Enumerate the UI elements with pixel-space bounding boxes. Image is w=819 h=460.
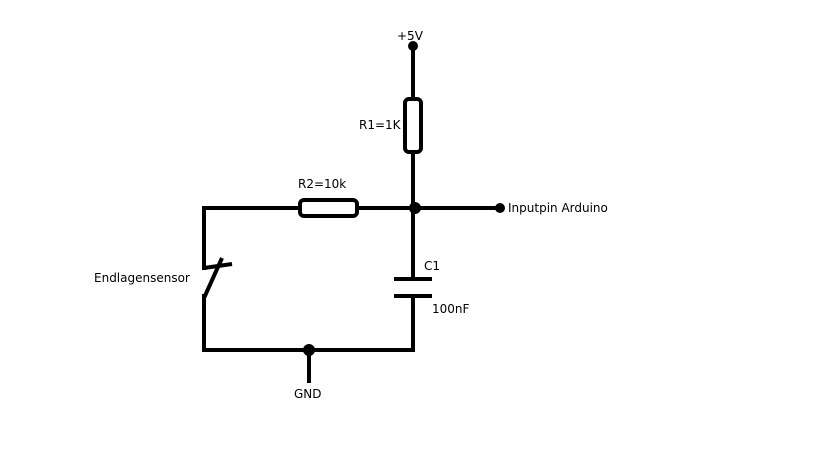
switch-label: Endlagensensor: [94, 271, 190, 285]
supply-label: +5V: [397, 29, 423, 43]
r1-label: R1=1K: [359, 118, 401, 132]
cap-name-label: C1: [424, 259, 441, 273]
resistor-r2: [298, 198, 359, 218]
resistor-r1: [403, 97, 423, 154]
cap-value-label: 100nF: [432, 302, 470, 316]
r2-label: R2=10k: [298, 177, 347, 191]
input-pin-label: Inputpin Arduino: [508, 201, 608, 215]
ground-label: GND: [294, 387, 322, 401]
switch-contact-bar: [203, 262, 233, 270]
input-pin-terminal: [495, 203, 505, 213]
